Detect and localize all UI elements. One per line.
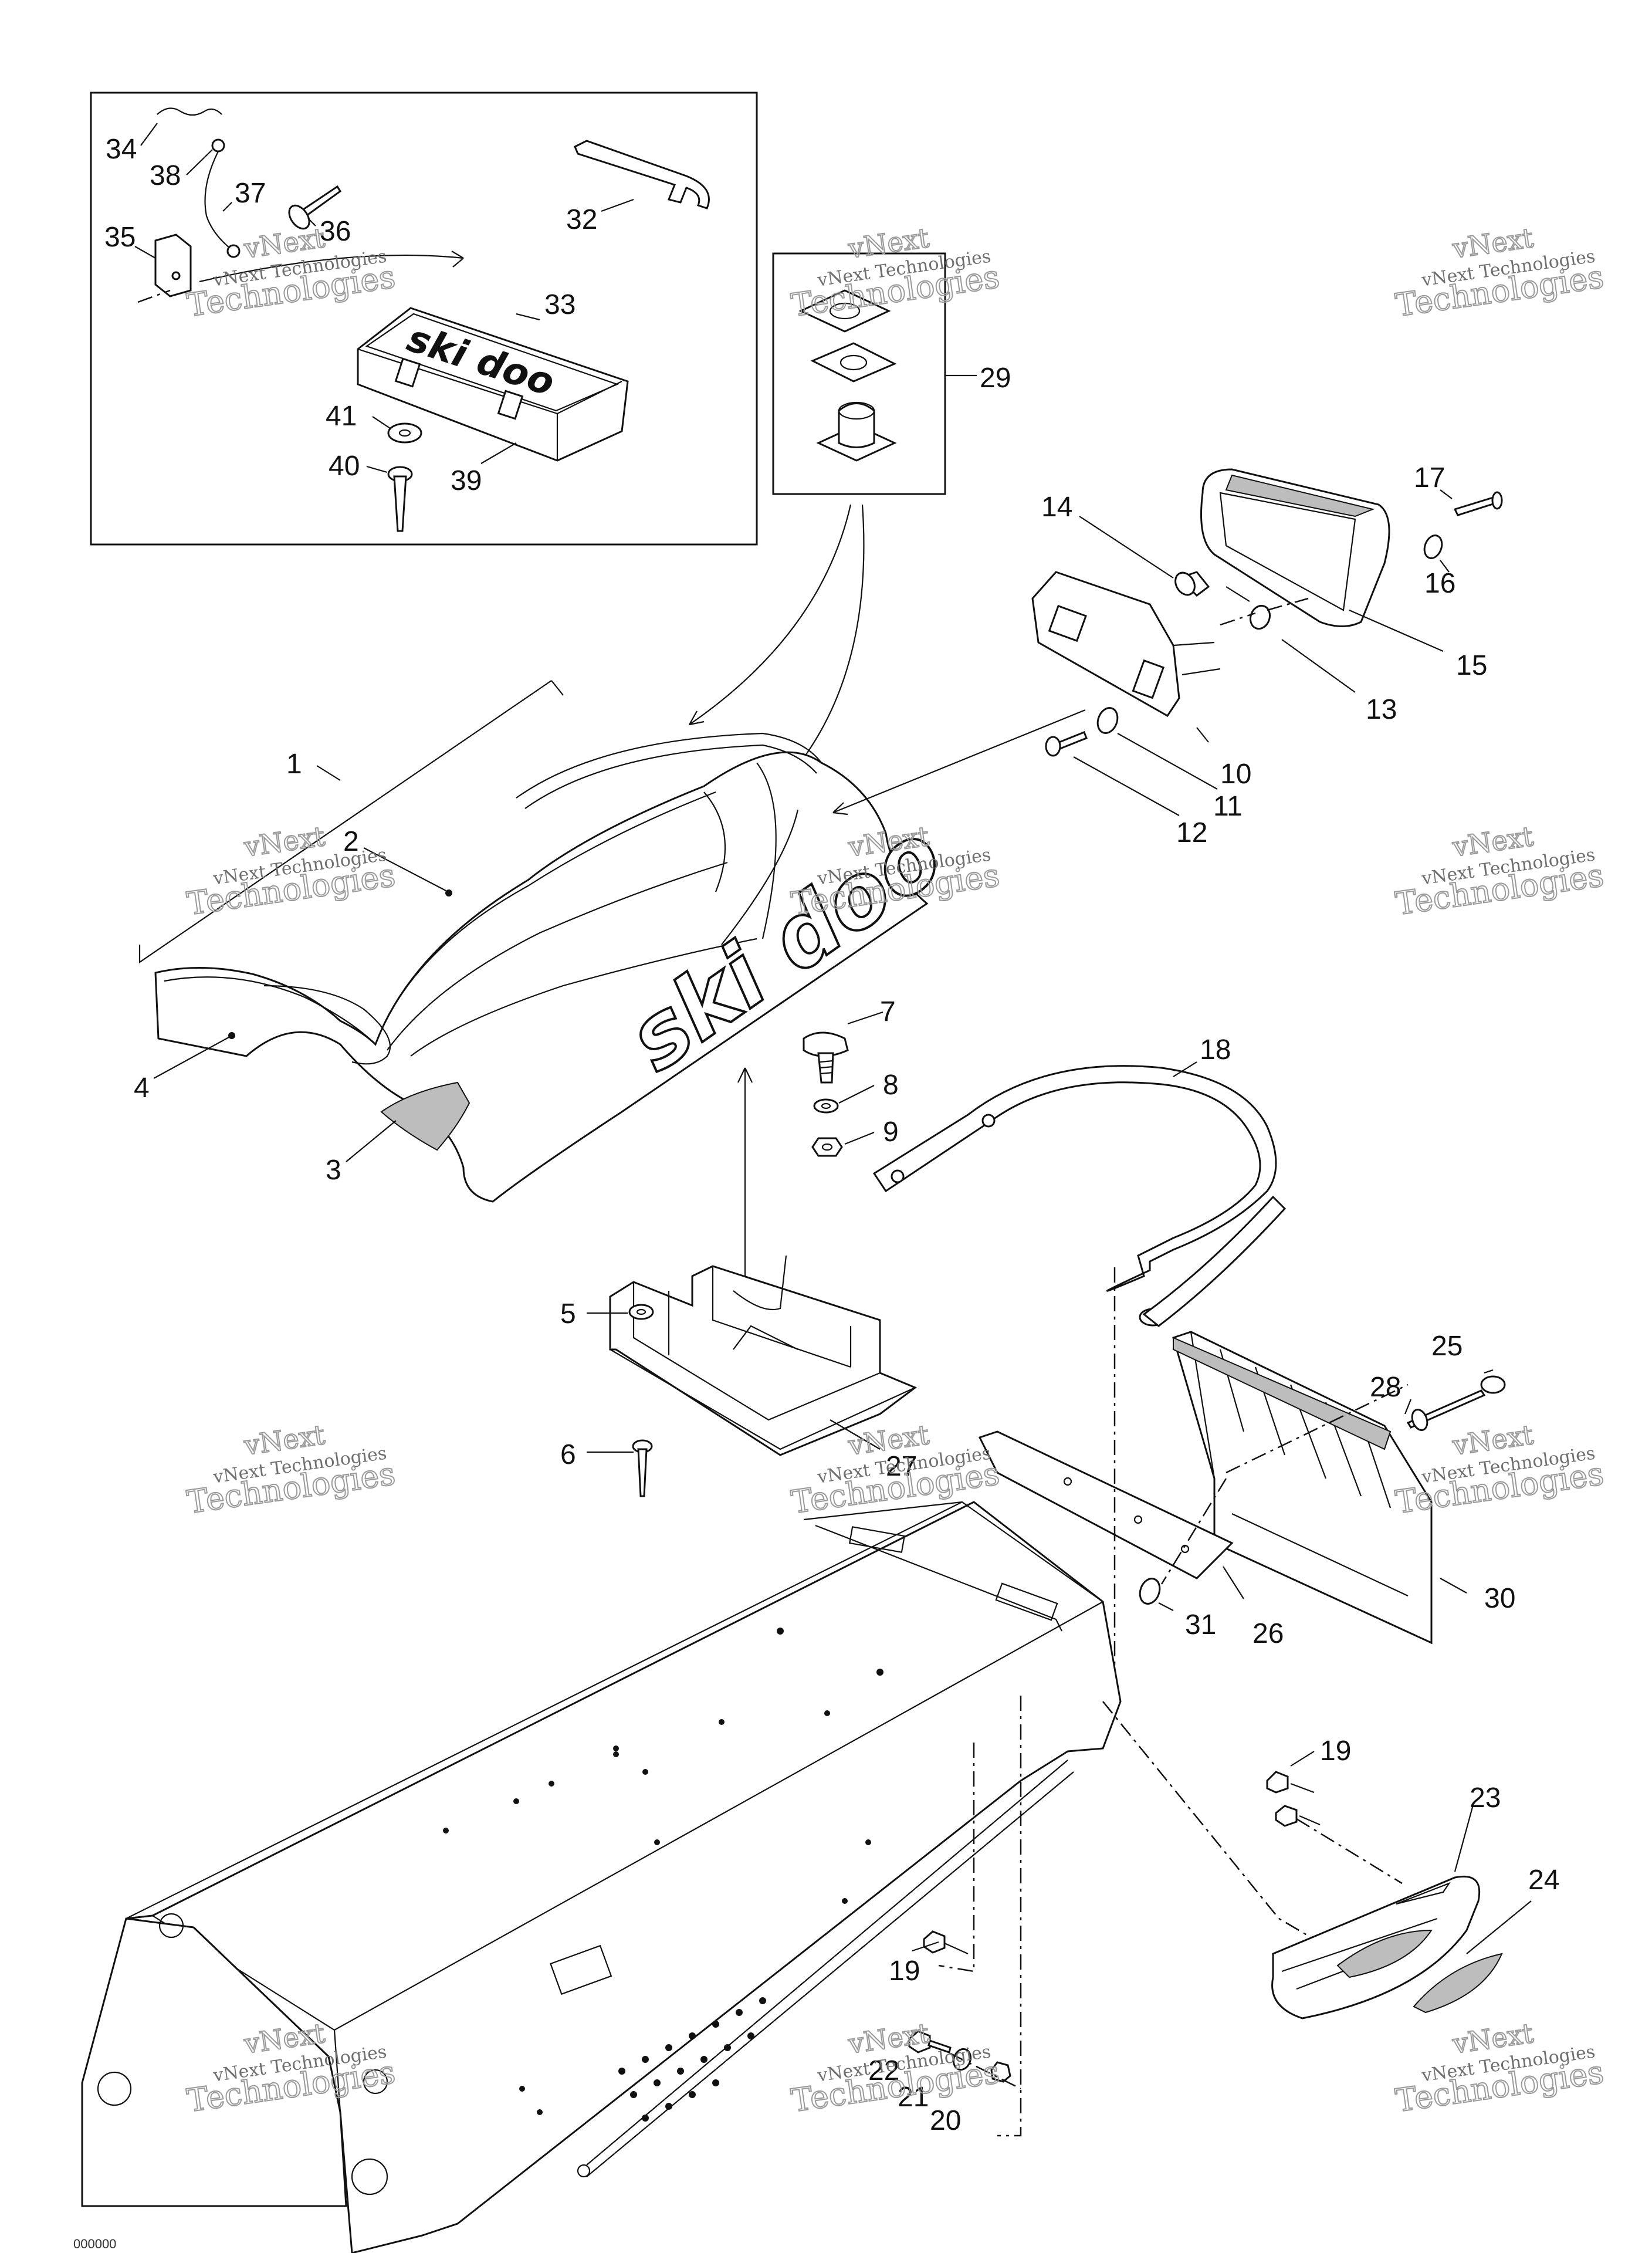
clip-bracket-part xyxy=(137,234,464,303)
label-39: 39 xyxy=(451,465,482,496)
label-30: 30 xyxy=(1484,1583,1515,1614)
watermark-top-right: vNext vNext Technologies Technologies xyxy=(1393,221,1607,324)
rivet-6-part xyxy=(632,1439,653,1497)
label-9: 9 xyxy=(883,1117,899,1148)
reflector-mount-part xyxy=(978,1430,1234,1579)
bolt-7-part xyxy=(803,1031,849,1084)
label-37: 37 xyxy=(235,178,266,209)
label-16: 16 xyxy=(1424,568,1455,599)
washer-8-part xyxy=(813,1098,839,1114)
label-1: 1 xyxy=(286,749,302,780)
pin-28-part xyxy=(1406,1389,1486,1431)
screw-19-lower-part xyxy=(923,1930,969,1955)
label-28: 28 xyxy=(1370,1372,1401,1403)
label-33: 33 xyxy=(544,289,576,320)
label-5: 5 xyxy=(560,1298,576,1330)
label-4: 4 xyxy=(134,1073,150,1104)
figure-code: 000000 xyxy=(73,2237,116,2251)
washer-31-part xyxy=(1139,1578,1161,1605)
label-18: 18 xyxy=(1200,1034,1231,1065)
watermark-bottom-right: vNext vNext Technologies Technologies xyxy=(1393,2017,1607,2120)
label-21: 21 xyxy=(898,2082,929,2113)
watermark-bottom-center: vNext vNext Technologies Technologies xyxy=(788,2017,1003,2120)
label-10: 10 xyxy=(1220,759,1251,790)
label-34: 34 xyxy=(106,134,137,165)
screw-40-part xyxy=(387,466,413,532)
switch-gasket-part xyxy=(810,342,897,383)
rivet-part xyxy=(288,185,342,230)
washer-41-part xyxy=(387,422,422,444)
switch-part xyxy=(816,401,897,462)
bulb-part xyxy=(1174,571,1210,597)
label-35: 35 xyxy=(104,222,136,253)
seat-base-tray-part xyxy=(609,1255,917,1456)
label-41: 41 xyxy=(326,401,357,432)
label-15: 15 xyxy=(1456,650,1487,681)
tail-light-lens-part xyxy=(1200,468,1390,627)
washer-16-part xyxy=(1423,535,1443,559)
hairpin-25-part xyxy=(1480,1375,1506,1394)
label-17: 17 xyxy=(1414,462,1445,493)
screw-19-upper-part xyxy=(1266,1771,1321,1827)
label-20: 20 xyxy=(930,2105,961,2136)
grab-handle-part xyxy=(872,1065,1287,1327)
label-40: 40 xyxy=(329,451,360,482)
screw-17-part xyxy=(1453,491,1503,516)
label-13: 13 xyxy=(1366,694,1397,725)
washer-5-part xyxy=(628,1304,654,1320)
label-19a: 19 xyxy=(1320,1736,1351,1767)
watermark-top-center: vNext vNext Technologies Technologies xyxy=(788,221,1003,324)
label-36: 36 xyxy=(320,216,351,247)
label-6: 6 xyxy=(560,1439,576,1470)
seat-part: ski doo xyxy=(154,732,962,1203)
snow-flap-part xyxy=(1172,1331,1433,1645)
label-12: 12 xyxy=(1176,817,1207,848)
reflector-24-part xyxy=(1413,1953,1503,2014)
label-26: 26 xyxy=(1252,1618,1284,1649)
label-2: 2 xyxy=(343,826,359,857)
lanyard-part xyxy=(157,107,241,258)
washer-11-part xyxy=(1096,707,1119,734)
switch-boot-part xyxy=(798,289,891,333)
toolbox-inset-frame xyxy=(90,92,758,546)
watermark-mid-right: vNext vNext Technologies Technologies xyxy=(1393,820,1607,923)
label-8: 8 xyxy=(883,1070,899,1101)
footrest-part xyxy=(1271,1875,1481,2019)
label-27: 27 xyxy=(886,1451,917,1482)
label-29: 29 xyxy=(980,363,1011,394)
nut-9-part xyxy=(811,1137,843,1157)
label-32: 32 xyxy=(566,204,597,235)
watermark-mid-left: vNext vNext Technologies Technologies xyxy=(184,820,398,923)
washer-13-part xyxy=(1249,604,1271,630)
label-19b: 19 xyxy=(889,1956,920,1987)
label-14: 14 xyxy=(1041,492,1072,523)
label-7: 7 xyxy=(880,996,896,1027)
label-31: 31 xyxy=(1185,1609,1216,1640)
label-25: 25 xyxy=(1431,1331,1463,1362)
tail-light-housing-part xyxy=(1031,571,1221,717)
watermark-top-left: vNext vNext Technologies Technologies xyxy=(184,221,398,324)
label-3: 3 xyxy=(326,1155,341,1186)
label-23: 23 xyxy=(1470,1782,1501,1814)
watermark-lower-left: vNext vNext Technologies Technologies xyxy=(184,1418,398,1521)
label-38: 38 xyxy=(150,160,181,191)
screw-12-part xyxy=(1045,731,1088,757)
label-11: 11 xyxy=(1213,791,1243,822)
tunnel-frame-part xyxy=(81,1501,1122,2253)
label-24: 24 xyxy=(1528,1865,1559,1896)
label-22: 22 xyxy=(868,2055,899,2086)
part-labels: 1 2 3 4 5 6 7 8 9 10 11 12 13 14 15 16 1… xyxy=(104,134,1559,2136)
bolt-22-part xyxy=(908,2030,952,2054)
wrench-part xyxy=(574,140,710,209)
switch-inset-frame xyxy=(772,252,946,495)
